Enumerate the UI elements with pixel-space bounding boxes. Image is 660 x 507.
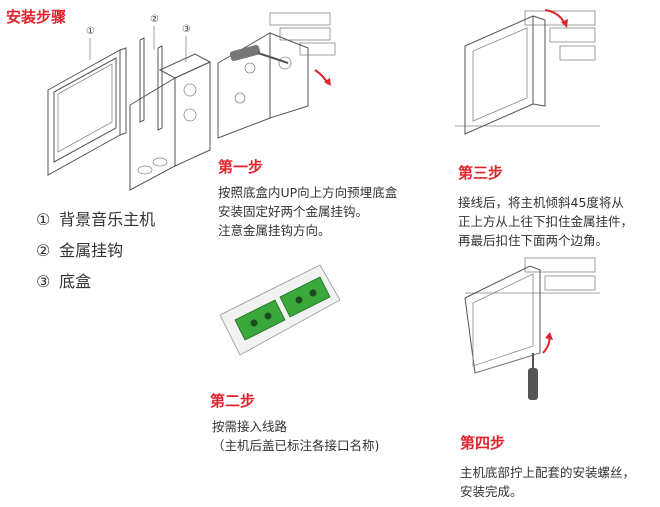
- step1-line: 注意金属挂钩方向。: [218, 223, 331, 238]
- legend-item-host: ① 背景音乐主机: [36, 206, 155, 230]
- page-title: 安装步骤: [6, 8, 67, 26]
- step3-illustration: [455, 9, 600, 135]
- exploded-view-illustration: ① ② ③: [47, 14, 212, 191]
- legend-item-hook: ② 金属挂钩: [36, 237, 123, 261]
- legend-label: 背景音乐主机: [59, 210, 156, 229]
- step1-line: 按照底盒内UP向上方向预埋底盒: [218, 185, 398, 200]
- step2-line: （主机后盖已标注各接口名称): [212, 438, 380, 453]
- step1-illustration: [217, 12, 336, 139]
- step4-line: 主机底部拧上配套的安装螺丝，: [460, 465, 636, 480]
- step4-description: 主机底部拧上配套的安装螺丝， 安装完成。: [460, 463, 635, 501]
- legend-label: 底盒: [59, 272, 92, 291]
- step4-line: 安装完成。: [460, 484, 523, 499]
- step3-description: 接线后，将主机倾斜45度将从 正上方从上往下扣住金属挂件， 再最后扣住下面两个边…: [458, 193, 633, 250]
- step2-line: 按需接入线路: [212, 419, 288, 434]
- step2-description: 按需接入线路 （主机后盖已标注各接口名称): [212, 417, 379, 455]
- step1-title: 第一步: [218, 158, 264, 176]
- legend-item-box: ③ 底盒: [36, 268, 91, 292]
- step1-line: 安装固定好两个金属挂钩。: [218, 204, 369, 219]
- callout-1: ①: [86, 26, 95, 37]
- terminal-block-left: [234, 299, 286, 341]
- terminal-block-right: [279, 276, 331, 318]
- legend-num: ①: [36, 210, 51, 229]
- step3-line: 接线后，将主机倾斜45度将从: [458, 195, 624, 210]
- step2-illustration: [219, 264, 341, 356]
- step1-description: 按照底盒内UP向上方向预埋底盒 安装固定好两个金属挂钩。 注意金属挂钩方向。: [218, 183, 397, 240]
- step2-title: 第二步: [210, 392, 256, 410]
- callout-3: ③: [182, 24, 191, 35]
- step3-title: 第三步: [458, 164, 504, 182]
- step4-title: 第四步: [460, 434, 506, 452]
- legend-label: 金属挂钩: [59, 241, 124, 260]
- legend-num: ②: [36, 241, 51, 260]
- step4-illustration: [464, 257, 600, 400]
- step3-line: 正上方从上往下扣住金属挂件，: [458, 214, 634, 229]
- step3-line: 再最后扣住下面两个边角。: [458, 233, 609, 248]
- legend-num: ③: [36, 272, 51, 291]
- callout-2: ②: [150, 14, 159, 25]
